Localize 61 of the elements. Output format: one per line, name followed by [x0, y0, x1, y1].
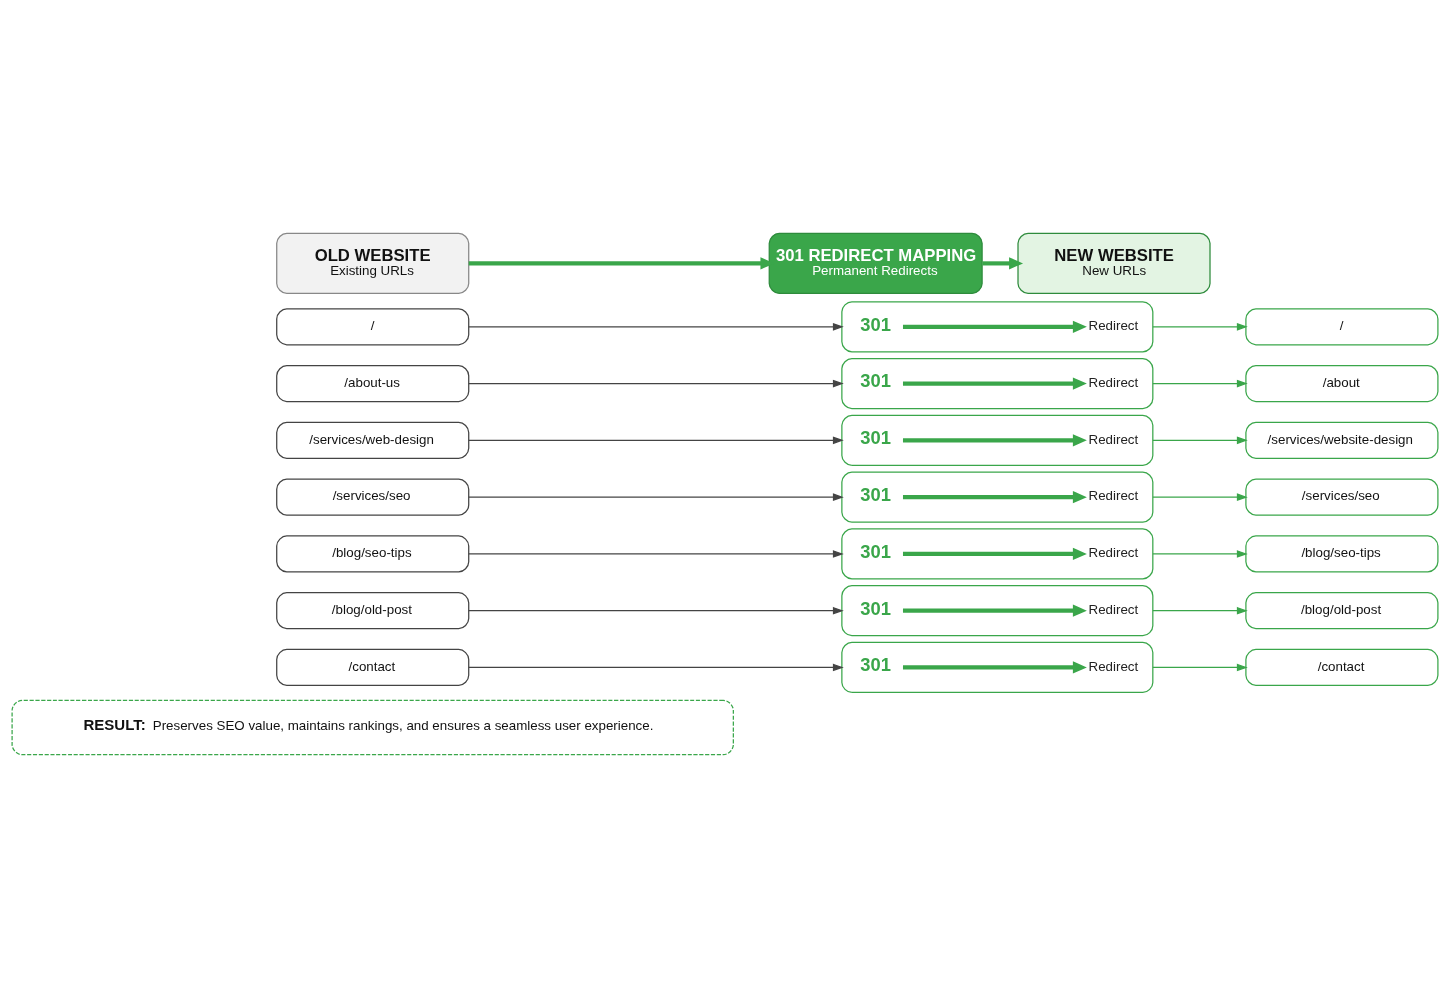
arrow	[982, 257, 1024, 270]
node-text: 301	[860, 540, 891, 562]
node-text: 301	[860, 313, 891, 335]
arrow	[1152, 493, 1248, 501]
cluster	[841, 641, 1154, 694]
arrow	[468, 550, 844, 558]
arrow	[903, 491, 1087, 504]
arrow	[1152, 323, 1248, 331]
node-text: 301	[860, 597, 891, 619]
node-text: Redirect	[1088, 545, 1139, 561]
node-text: Redirect	[1088, 374, 1139, 390]
node-text: Redirect	[1088, 601, 1139, 617]
arrow	[903, 434, 1087, 447]
node-box: /about-us	[276, 365, 470, 403]
node-box: /	[276, 308, 470, 346]
node-text: Redirect	[1088, 658, 1139, 674]
node-box: /about	[1245, 365, 1439, 403]
node-text: 301	[860, 427, 891, 449]
cluster	[841, 301, 1154, 353]
node-text: 301	[860, 654, 891, 676]
node-box: RESULT: Preserves SEO value, maintains rankings, and ensures a seamless user experience.	[11, 699, 734, 756]
arrow	[903, 604, 1087, 617]
node-text: 301	[860, 370, 891, 392]
cluster	[841, 528, 1154, 580]
node-box: OLD WEBSITE Existing URLs	[276, 232, 470, 295]
node-box: /blog/old-post	[276, 592, 470, 630]
arrow	[468, 436, 844, 445]
node-box: /blog/seo-tips	[1245, 535, 1439, 573]
node-box: /contact	[276, 648, 470, 686]
arrow	[903, 661, 1087, 674]
node-box: /contact	[1245, 648, 1439, 686]
node-box: /services/web-design	[276, 421, 470, 459]
cluster	[841, 585, 1154, 637]
node-box: /blog/seo-tips	[276, 535, 470, 573]
arrow	[903, 547, 1087, 560]
arrow	[903, 320, 1087, 333]
arrow	[468, 606, 844, 615]
cluster	[841, 357, 1154, 410]
cluster	[841, 414, 1154, 467]
node-text: Redirect	[1088, 318, 1139, 334]
node-text: 301	[860, 483, 891, 505]
arrow	[1152, 436, 1248, 445]
node-box: NEW WEBSITE New URLs	[1017, 232, 1211, 295]
arrow	[1152, 663, 1248, 672]
node-box: /blog/old-post	[1245, 592, 1439, 630]
node-text: Redirect	[1088, 431, 1139, 447]
arrow	[1152, 379, 1248, 388]
cluster	[841, 471, 1154, 523]
node-box: /services/seo	[1245, 478, 1439, 516]
arrow	[1152, 606, 1248, 615]
arrow	[468, 493, 844, 501]
node-box: /services/seo	[276, 478, 470, 516]
node-box: /services/website-design	[1245, 421, 1439, 459]
arrow	[468, 663, 844, 672]
node-text: Redirect	[1088, 488, 1139, 504]
arrow	[468, 323, 844, 331]
arrow	[1152, 550, 1248, 558]
node-box: 301 REDIRECT MAPPING Permanent Redirects	[768, 232, 983, 295]
arrow	[903, 377, 1087, 390]
node-box: /	[1245, 308, 1439, 346]
arrow	[468, 379, 844, 388]
